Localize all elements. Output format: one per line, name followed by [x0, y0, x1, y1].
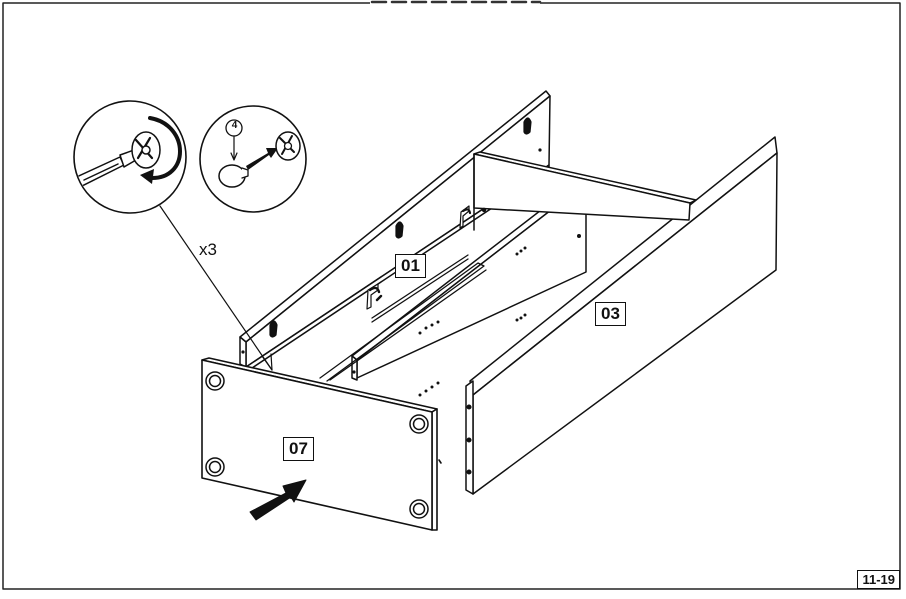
front-panel-fittings — [205, 371, 429, 519]
cam-fittings — [269, 117, 532, 338]
leader-lines — [159, 205, 273, 371]
part-label-07: 07 — [283, 437, 314, 461]
rotate-arrow-icon — [148, 116, 182, 181]
callout-cam-insert — [199, 105, 307, 213]
inner-runner — [319, 254, 487, 382]
top-back-rail — [473, 151, 697, 231]
part-label-03: 03 — [595, 302, 626, 326]
callout-screwdriver — [73, 100, 187, 214]
fitting-bottom-left — [205, 457, 225, 477]
callout-part-number: 4 — [231, 120, 238, 131]
fitting-top-left — [205, 371, 225, 391]
dowel-holes — [241, 148, 581, 397]
part-label-01: 01 — [395, 254, 426, 278]
page-code: 11-19 — [857, 570, 900, 589]
fitting-top-right — [409, 414, 429, 434]
push-arrow — [249, 479, 307, 521]
quantity-multiplier: x3 — [199, 240, 217, 259]
front-panel-07 — [201, 357, 442, 531]
fitting-bottom-right — [409, 499, 429, 519]
cut-off-title — [370, 0, 542, 4]
